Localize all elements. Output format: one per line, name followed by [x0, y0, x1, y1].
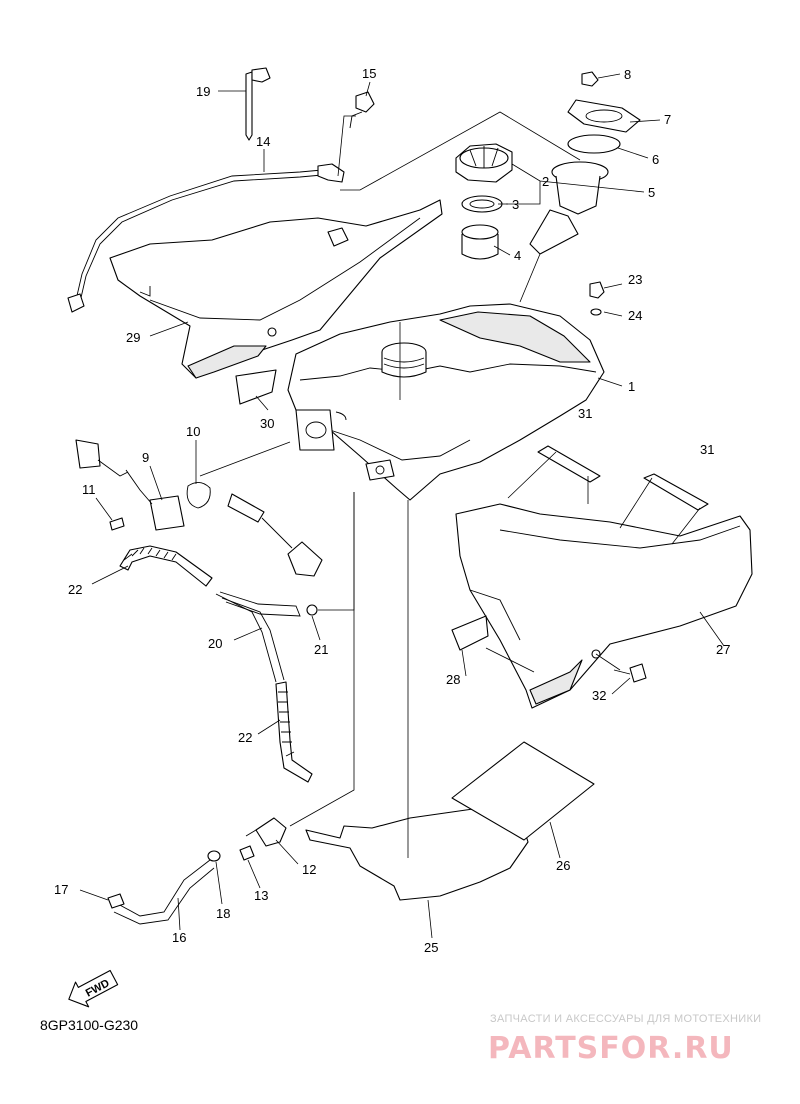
- part-25-tank-cover: [305, 807, 529, 901]
- callout-7: 7: [664, 112, 671, 127]
- callout-29: 29: [126, 330, 140, 345]
- part-9-fuel-sender: [75, 439, 185, 531]
- watermark: ЗАПЧАСТИ И АКСЕССУАРЫ ДЛЯ МОТОТЕХНИКИ PA…: [488, 1013, 761, 1066]
- part-32-bolt: [613, 663, 647, 683]
- part-27-right-side-cover: [455, 503, 753, 709]
- callout-labels: 1 2 3 4 5 6 7 8 9 10 11 12 13 14 15 16 1…: [54, 66, 730, 955]
- callout-18: 18: [216, 906, 230, 921]
- callout-leaders: [79, 73, 725, 939]
- callout-20: 20: [208, 636, 222, 651]
- part-16-fuel-hose-lower: [113, 859, 215, 925]
- callout-9: 9: [142, 450, 149, 465]
- callout-19: 19: [196, 84, 210, 99]
- part-30-pad: [235, 369, 277, 405]
- callout-10: 10: [186, 424, 200, 439]
- part-5-fuel-pump: [529, 161, 609, 255]
- callout-4: 4: [514, 248, 521, 263]
- part-24-washer: [590, 308, 602, 316]
- callout-28: 28: [446, 672, 460, 687]
- part-10-gasket: [186, 482, 211, 509]
- diagram-code: 8GP3100-G230: [40, 1017, 138, 1033]
- part-11-screw: [109, 517, 125, 531]
- callout-8: 8: [624, 67, 631, 82]
- callout-13: 13: [254, 888, 268, 903]
- watermark-tagline: ЗАПЧАСТИ И АКСЕССУАРЫ ДЛЯ МОТОТЕХНИКИ: [490, 1013, 761, 1025]
- part-13-bolt: [239, 845, 255, 861]
- part-2-fuel-cap: [455, 143, 513, 183]
- callout-22-upper: 22: [68, 582, 82, 597]
- assembly-lines: [199, 111, 701, 858]
- part-8-nut: [581, 71, 599, 87]
- fwd-arrow-icon: FWD: [68, 969, 119, 1008]
- callout-11: 11: [82, 482, 96, 497]
- callout-22-lower: 22: [238, 730, 252, 745]
- callout-26: 26: [556, 858, 570, 873]
- part-14-breather-hose: [67, 163, 345, 313]
- part-21-clamp: [306, 604, 318, 616]
- part-22-hose-protector-upper: [119, 545, 213, 587]
- watermark-brand: PARTSFOR.RU: [488, 1031, 734, 1066]
- part-29-left-side-cover: [109, 199, 443, 379]
- part-7-pump-plate: [567, 99, 641, 133]
- part-18-clamp: [207, 850, 221, 862]
- part-12-fuel-cock: [245, 817, 287, 847]
- callout-15: 15: [362, 66, 376, 81]
- callout-16: 16: [172, 930, 186, 945]
- part-10-float-arm: [227, 493, 323, 577]
- callout-21: 21: [314, 642, 328, 657]
- part-4-filler-neck: [461, 224, 499, 260]
- callout-5: 5: [648, 185, 655, 200]
- part-26-sheet: [451, 741, 595, 841]
- part-1-fuel-tank: [287, 303, 605, 501]
- callout-31-right: 31: [700, 442, 714, 457]
- part-19-cable-tie: [245, 67, 271, 141]
- callout-24: 24: [628, 308, 642, 323]
- callout-30: 30: [260, 416, 274, 431]
- part-28-pad: [451, 615, 489, 651]
- callout-3: 3: [512, 197, 519, 212]
- fwd-label: FWD: [84, 977, 112, 999]
- part-22-hose-protector-lower: [275, 681, 313, 783]
- part-31-band-left: [537, 445, 601, 483]
- part-6-pump-gasket: [567, 134, 621, 154]
- callout-32: 32: [592, 688, 606, 703]
- part-15-clip: [349, 91, 375, 129]
- part-23-bolt: [589, 281, 605, 299]
- callout-31-left: 31: [578, 406, 592, 421]
- part-3-cap-gasket: [461, 195, 503, 213]
- callout-1: 1: [628, 379, 635, 394]
- part-17-clamp: [107, 893, 125, 909]
- callout-23: 23: [628, 272, 642, 287]
- callout-2: 2: [542, 174, 549, 189]
- callout-27: 27: [716, 642, 730, 657]
- callout-25: 25: [424, 940, 438, 955]
- part-31-band-right: [643, 473, 709, 511]
- callout-6: 6: [652, 152, 659, 167]
- callout-12: 12: [302, 862, 316, 877]
- callout-14: 14: [256, 134, 270, 149]
- callout-17: 17: [54, 882, 68, 897]
- part-20-fuel-hose: [215, 591, 301, 683]
